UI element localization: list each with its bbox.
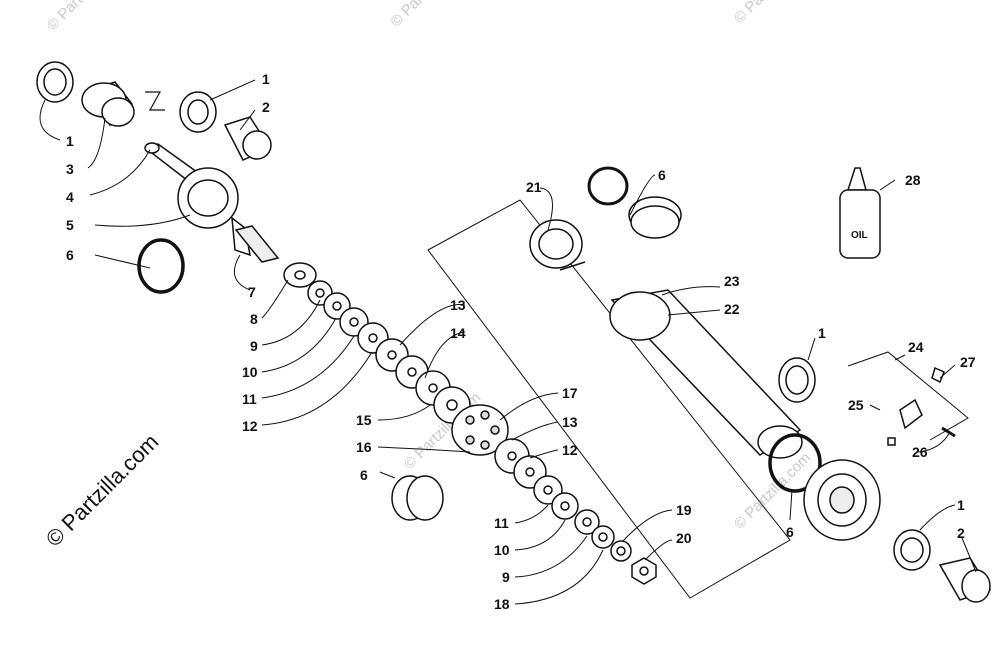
callout: 5 — [66, 217, 74, 233]
callout: 10 — [494, 542, 510, 558]
wear-band-top — [628, 196, 682, 239]
bushing-top-left — [36, 61, 74, 103]
callout: 9 — [250, 338, 258, 354]
reservoir-cap — [529, 219, 586, 271]
spring-clip — [145, 91, 165, 111]
shock-eye — [803, 459, 881, 541]
callout: 6 — [658, 167, 666, 183]
callout: 24 — [908, 339, 924, 355]
callout: 28 — [905, 172, 921, 188]
callout: 11 — [494, 515, 509, 531]
wear-band-left — [391, 475, 444, 521]
callout: 22 — [724, 301, 740, 317]
watermark: © Partzilla.com — [387, 0, 470, 31]
callout: 6 — [360, 467, 368, 483]
callout: 20 — [676, 530, 692, 546]
bushing-right-upper — [778, 357, 816, 403]
leader-lines — [39, 79, 977, 605]
callout: 2 — [957, 525, 965, 541]
callout: 18 — [494, 596, 510, 612]
callout: 19 — [676, 502, 692, 518]
washer-stack-lower — [494, 438, 632, 562]
callout: 12 — [562, 442, 578, 458]
callout: 1 — [66, 133, 74, 149]
side-credit: © Partzilla.com — [41, 429, 164, 552]
spacer-top — [223, 116, 272, 161]
watermark: © Partzilla.com — [44, 0, 127, 34]
callout: 4 — [66, 189, 74, 205]
callout: 11 — [242, 391, 257, 407]
callout: 1 — [818, 325, 826, 341]
callout: 17 — [562, 385, 578, 401]
callout: 27 — [960, 354, 976, 370]
callout: 23 — [724, 273, 740, 289]
o-ring-top — [587, 166, 629, 206]
callout: 3 — [66, 161, 74, 177]
callout: 8 — [250, 311, 258, 327]
callout: 7 — [248, 284, 256, 300]
valve — [887, 366, 956, 446]
spacer-right — [938, 557, 992, 603]
bushing-top-right — [179, 91, 217, 133]
callout: 12 — [242, 418, 258, 434]
callout: 1 — [262, 71, 270, 87]
oil-label: OIL — [851, 230, 868, 241]
callout: 16 — [356, 439, 372, 455]
callout: 10 — [242, 364, 258, 380]
o-ring-right — [768, 433, 822, 493]
sleeve-top — [81, 81, 135, 127]
callout: 1 — [957, 497, 965, 513]
callout: 13 — [562, 414, 578, 430]
shock-head — [177, 167, 280, 263]
callout: 15 — [356, 412, 372, 428]
callout: 26 — [912, 444, 928, 460]
callout: 14 — [450, 325, 466, 341]
callout: 25 — [848, 397, 864, 413]
callout: 2 — [262, 99, 270, 115]
callout: 6 — [786, 524, 794, 540]
oil-bottle — [839, 167, 881, 259]
callout: 21 — [526, 179, 542, 195]
washer-stack-upper — [283, 262, 471, 424]
shock-tube — [609, 289, 803, 459]
o-ring-left — [137, 238, 185, 294]
piston — [451, 404, 509, 456]
valve-bracket — [847, 351, 969, 441]
bushing-right-lower — [893, 529, 931, 571]
callouts: 1 1 2 3 4 5 6 7 8 9 10 11 12 13 14 15 16… — [66, 71, 976, 612]
callout: 13 — [450, 297, 466, 313]
nut — [631, 557, 657, 585]
watermark: © Partzilla.com — [731, 0, 814, 27]
watermarks: © Partzilla.com — [44, 0, 127, 34]
subassembly-bracket — [427, 199, 791, 599]
callout: 6 — [66, 247, 74, 263]
callout: 9 — [502, 569, 510, 585]
